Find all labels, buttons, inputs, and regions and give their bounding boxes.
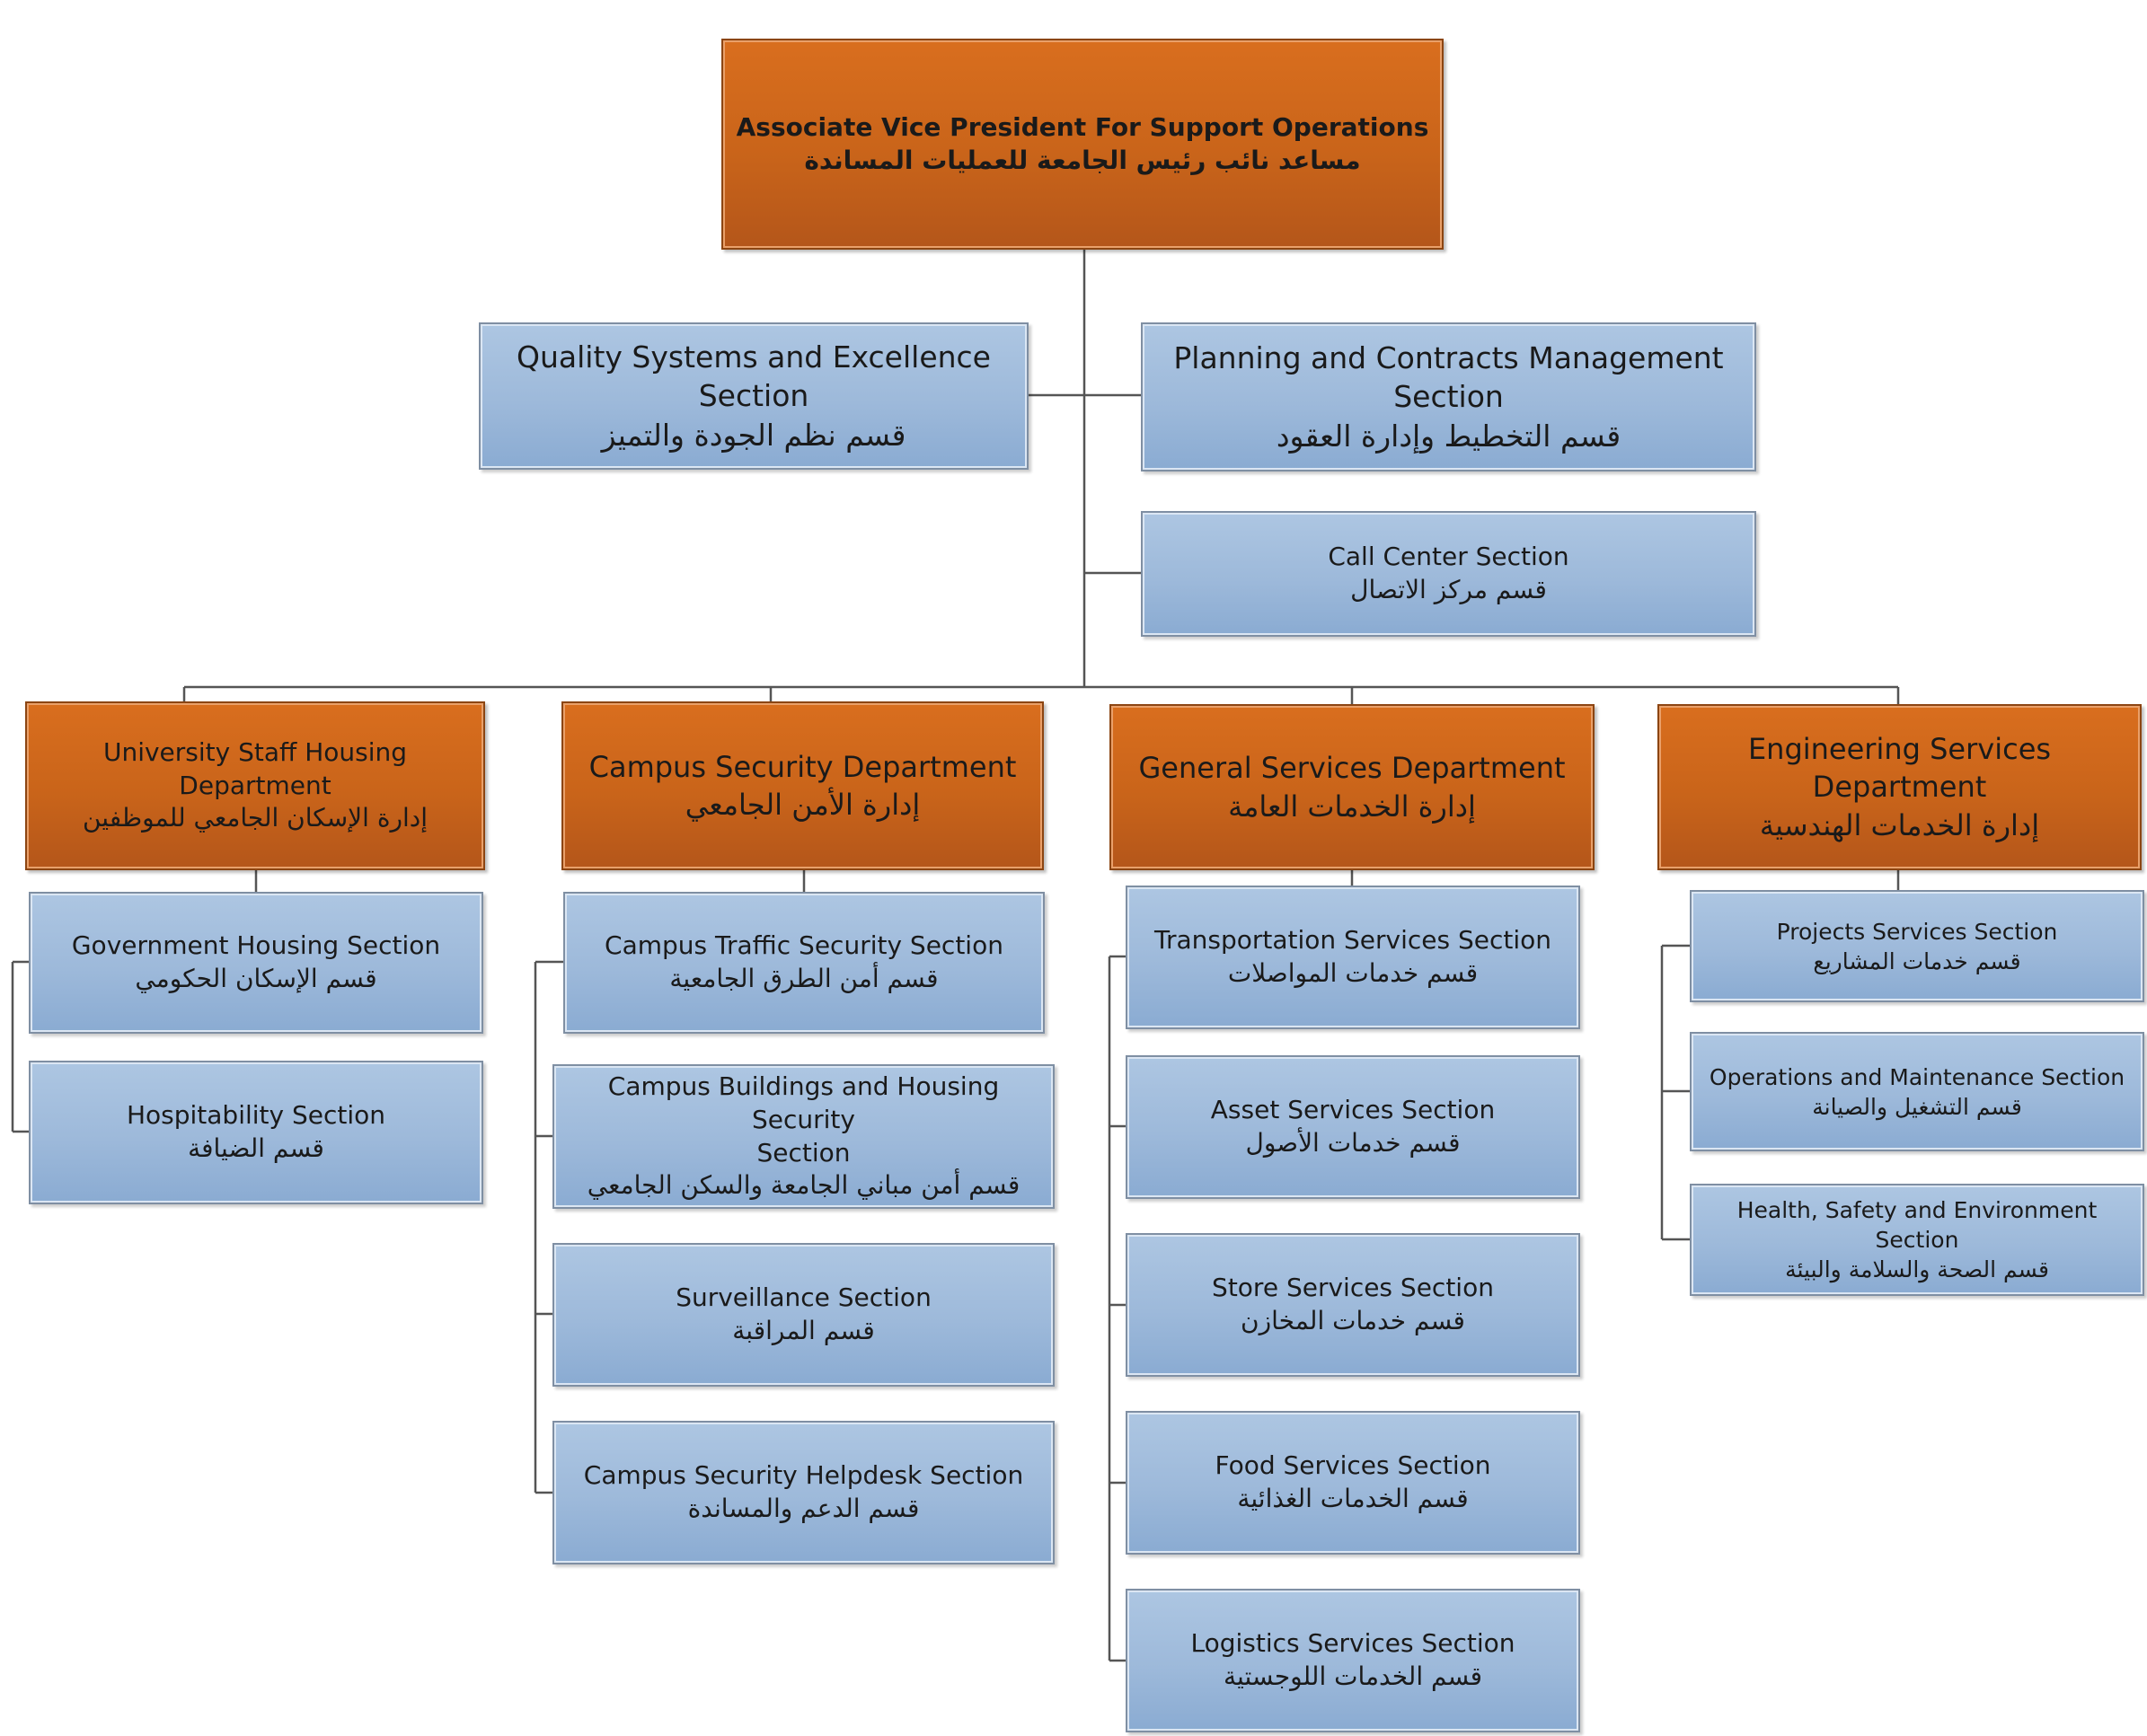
- engineering-services-department-box: Engineering Services Department إدارة ال…: [1657, 704, 2142, 870]
- associate-vp-box: Associate Vice President For Support Ope…: [721, 39, 1444, 250]
- section-title-ar: قسم الإسكان الحكومي: [135, 964, 377, 993]
- department-title-en: Engineering Services Department: [1747, 732, 2052, 805]
- associate-vp-title-en: Associate Vice President For Support Ope…: [736, 111, 1429, 142]
- section-title-en: Surveillance Section: [676, 1282, 932, 1313]
- section-title-ar: قسم خدمات المشاريع: [1813, 947, 2021, 974]
- campus-buildings-housing-security-section-box: Campus Buildings and Housing Security Se…: [552, 1064, 1055, 1209]
- section-title-en-line2: Section: [756, 1137, 851, 1168]
- general-services-department-box: General Services Department إدارة الخدما…: [1109, 704, 1595, 870]
- store-services-section-box: Store Services Section قسم خدمات المخازن: [1126, 1233, 1580, 1377]
- section-title-en: Projects Services Section: [1776, 918, 2058, 945]
- call-center-title-ar: قسم مركز الاتصال: [1350, 575, 1547, 604]
- section-title-ar: قسم المراقبة: [732, 1316, 875, 1345]
- department-title-ar: إدارة الخدمات العامة: [1228, 789, 1476, 824]
- section-title-en: Campus Traffic Security Section: [605, 930, 1003, 961]
- section-title-en: Asset Services Section: [1210, 1095, 1496, 1125]
- department-title-en: General Services Department: [1138, 751, 1566, 786]
- call-center-title-en: Call Center Section: [1328, 542, 1569, 572]
- section-title-ar: قسم الخدمات اللوجستية: [1223, 1661, 1482, 1691]
- staff-housing-department-box: University Staff Housing Department إدار…: [25, 701, 485, 870]
- department-title-ar: إدارة الخدمات الهندسية: [1759, 807, 2040, 842]
- quality-systems-section-box: Quality Systems and Excellence Section ق…: [479, 322, 1029, 470]
- department-title-ar: إدارة الأمن الجامعي: [685, 788, 921, 822]
- planning-contracts-title-ar: قسم التخطيط وإدارة العقود: [1276, 418, 1621, 454]
- section-title-en: Food Services Section: [1215, 1450, 1491, 1481]
- section-title-en: Campus Buildings and Housing Security: [607, 1071, 1000, 1134]
- section-title-en: Logistics Services Section: [1190, 1628, 1515, 1659]
- section-title-en: Government Housing Section: [71, 930, 441, 961]
- logistics-services-section-box: Logistics Services Section قسم الخدمات ا…: [1126, 1589, 1580, 1732]
- surveillance-section-box: Surveillance Section قسم المراقبة: [552, 1243, 1055, 1387]
- campus-security-department-box: Campus Security Department إدارة الأمن ا…: [561, 701, 1044, 870]
- department-title-ar: إدارة الإسكان الجامعي للموظفين: [82, 803, 429, 833]
- department-title-en: University Staff Housing Department: [102, 736, 408, 800]
- section-title-ar: قسم التشغيل والصيانة: [1812, 1093, 2022, 1120]
- section-title-en: Store Services Section: [1212, 1273, 1494, 1303]
- section-title-en: Operations and Maintenance Section: [1709, 1063, 2125, 1090]
- hospitability-section-box: Hospitability Section قسم الضيافة: [29, 1061, 483, 1204]
- section-title-ar: قسم خدمات المخازن: [1241, 1306, 1465, 1335]
- section-title-ar: قسم خدمات الأصول: [1245, 1128, 1461, 1158]
- section-title-ar: قسم الصحة والسلامة والبيئة: [1785, 1256, 2049, 1282]
- quality-systems-title-en: Quality Systems and Excellence Section: [517, 339, 991, 414]
- campus-traffic-security-section-box: Campus Traffic Security Section قسم أمن …: [563, 892, 1045, 1034]
- section-title-ar: قسم خدمات المواصلات: [1227, 958, 1479, 988]
- department-title-en: Campus Security Department: [588, 749, 1017, 784]
- call-center-section-box: Call Center Section قسم مركز الاتصال: [1141, 511, 1756, 637]
- section-title-en: Health, Safety and Environment Section: [1736, 1197, 2098, 1253]
- section-title-ar: قسم الدعم والمساندة: [687, 1494, 920, 1523]
- section-title-en: Hospitability Section: [126, 1100, 386, 1131]
- quality-systems-title-ar: قسم نظم الجودة والتميز: [601, 417, 906, 453]
- section-title-en: Campus Security Helpdesk Section: [583, 1460, 1024, 1491]
- section-title-en: Transportation Services Section: [1153, 925, 1552, 956]
- health-safety-environment-section-box: Health, Safety and Environment Section ق…: [1690, 1184, 2144, 1296]
- projects-services-section-box: Projects Services Section قسم خدمات المش…: [1690, 890, 2144, 1002]
- transportation-services-section-box: Transportation Services Section قسم خدما…: [1126, 886, 1580, 1029]
- campus-security-helpdesk-section-box: Campus Security Helpdesk Section قسم الد…: [552, 1421, 1055, 1564]
- section-title-ar: قسم أمن مباني الجامعة والسكن الجامعي: [587, 1170, 1020, 1201]
- section-title-ar: قسم الخدمات الغذائية: [1237, 1484, 1469, 1513]
- food-services-section-box: Food Services Section قسم الخدمات الغذائ…: [1126, 1411, 1580, 1555]
- associate-vp-title-ar: مساعد نائب رئيس الجامعة للعمليات المساند…: [804, 145, 1361, 175]
- section-title-ar: قسم أمن الطرق الجامعية: [669, 964, 939, 993]
- government-housing-section-box: Government Housing Section قسم الإسكان ا…: [29, 892, 483, 1034]
- asset-services-section-box: Asset Services Section قسم خدمات الأصول: [1126, 1055, 1580, 1199]
- operations-maintenance-section-box: Operations and Maintenance Section قسم ا…: [1690, 1032, 2144, 1151]
- section-title-ar: قسم الضيافة: [188, 1133, 324, 1163]
- planning-contracts-section-box: Planning and Contracts Management Sectio…: [1141, 322, 1756, 471]
- planning-contracts-title-en: Planning and Contracts Management Sectio…: [1173, 339, 1724, 415]
